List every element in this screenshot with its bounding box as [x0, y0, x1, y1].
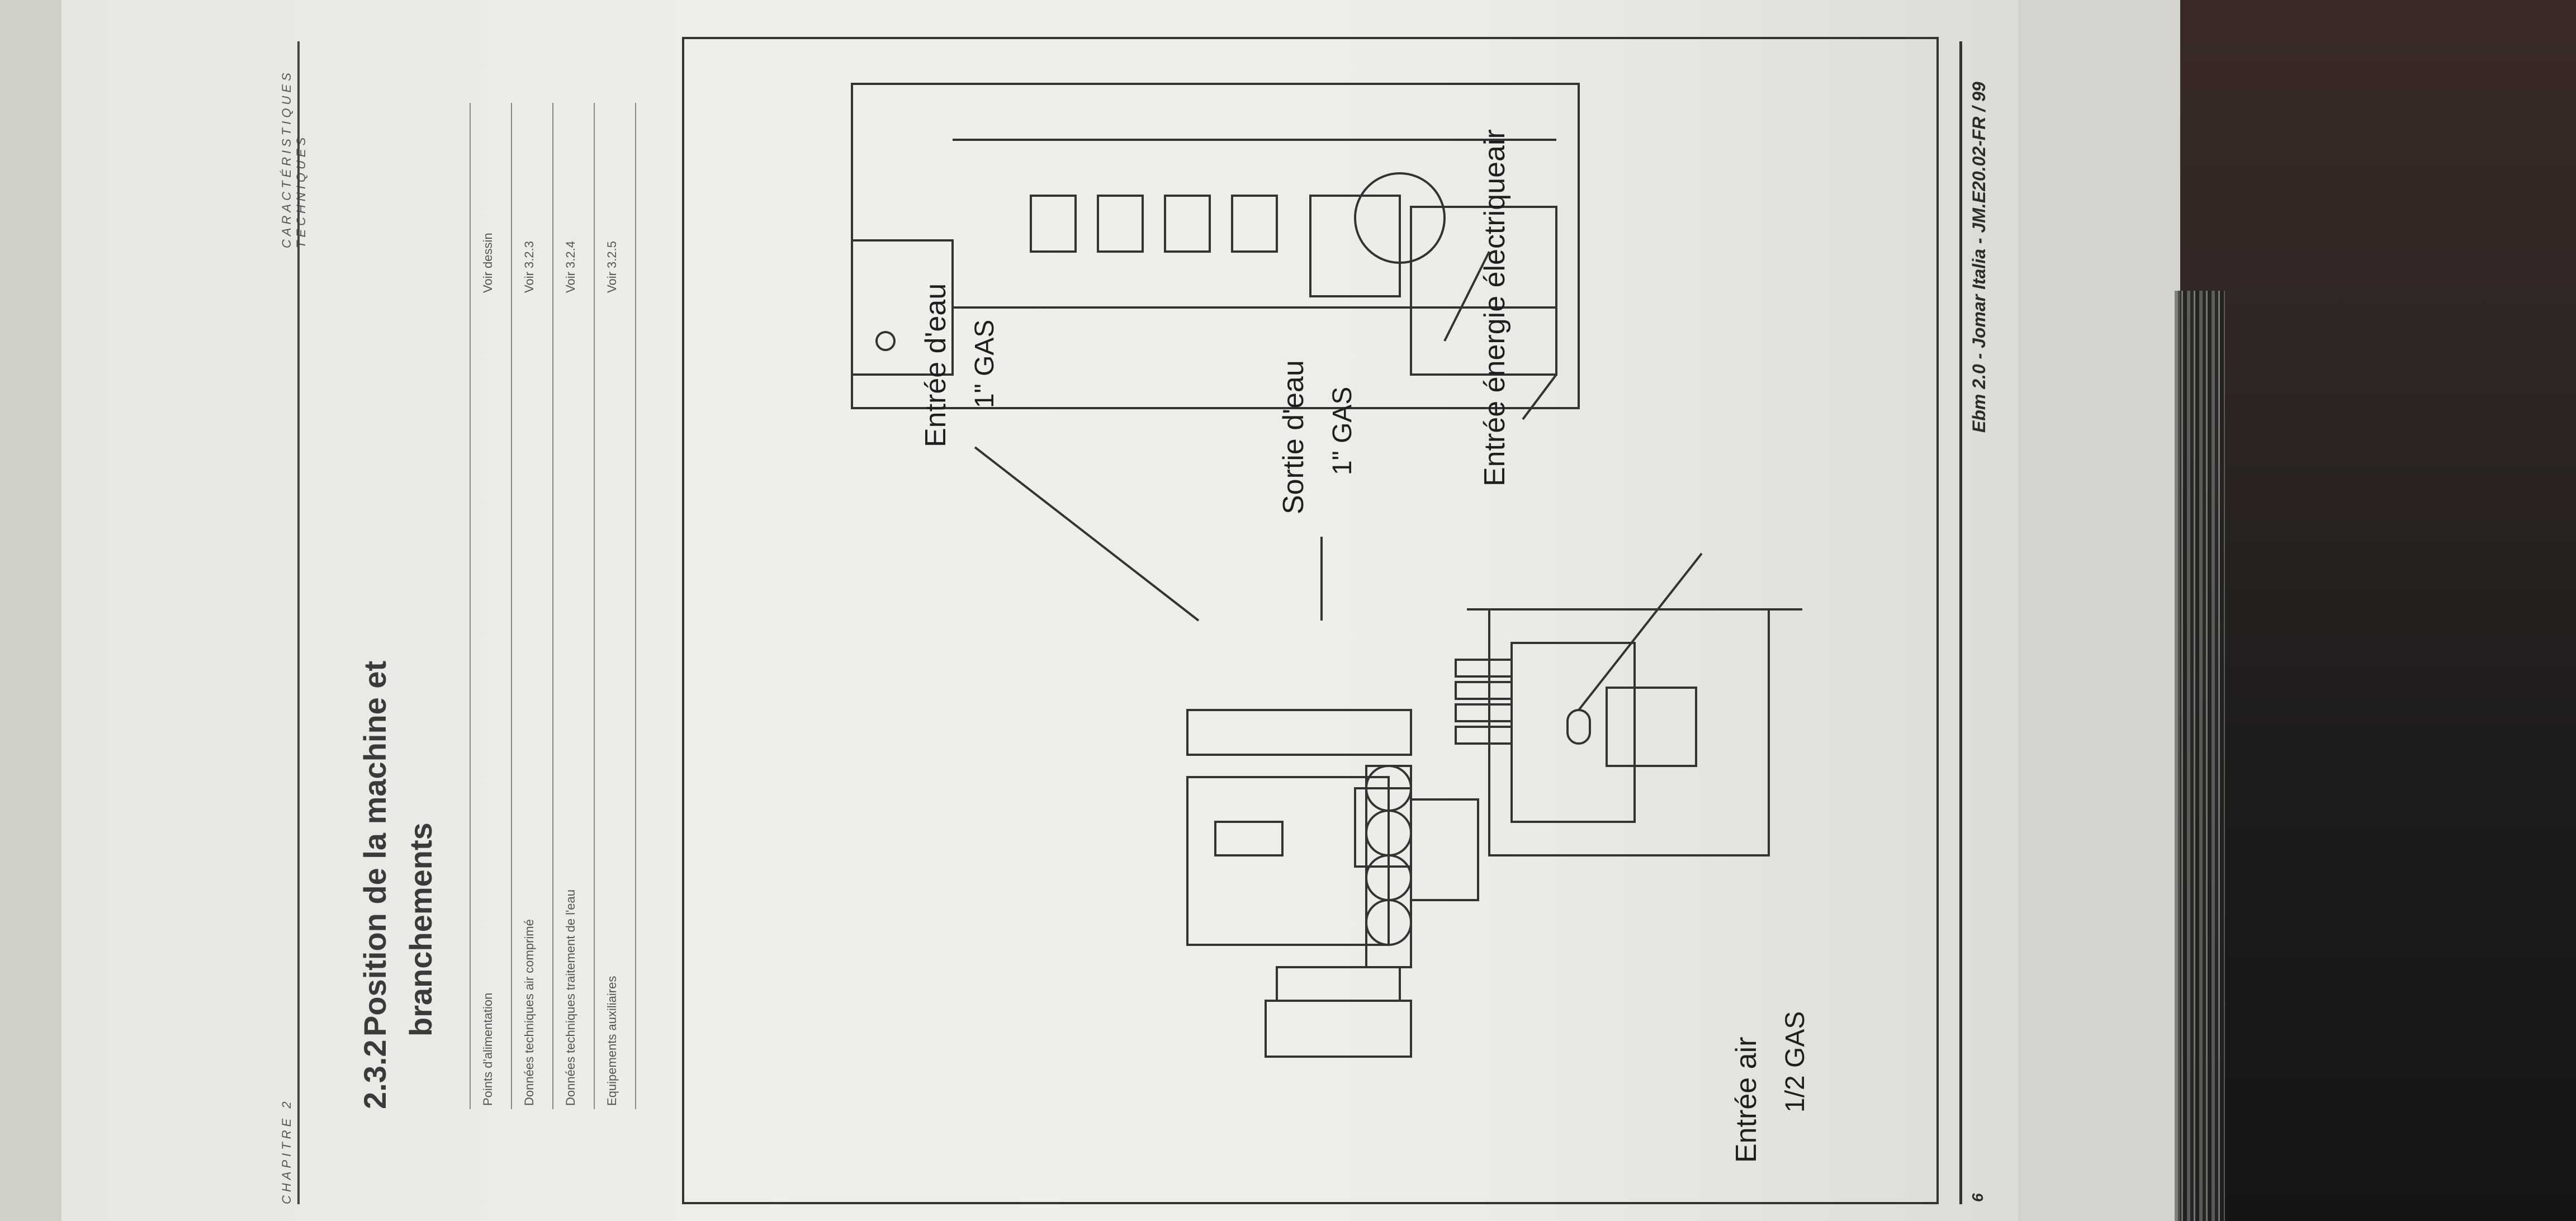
section-group-header: CARACTÉRISTIQUES TECHNIQUES [280, 69, 308, 248]
hopper [1410, 798, 1479, 901]
label-water-in-size: 1" GAS [970, 319, 1000, 408]
fabric-fringe [2175, 291, 2225, 1221]
page-stack-edge [2012, 0, 2191, 1221]
section-number: 2.3.2 [357, 1039, 392, 1109]
power-leader [1522, 373, 1557, 420]
control-panel [1510, 642, 1636, 823]
ref-value: Voir 3.2.3 [522, 241, 536, 293]
label-air-in-size: 1/2 GAS [1781, 1011, 1810, 1113]
ref-item: Equipements auxiliaires [605, 976, 619, 1106]
plan-view [851, 83, 1580, 420]
top-cylinder [1265, 1000, 1412, 1058]
plan-electric-cabinet [1410, 206, 1557, 376]
footer-rule [1959, 41, 1962, 1204]
label-air-in: Entrée air [1730, 1037, 1763, 1163]
plan-block [1231, 195, 1278, 253]
label-power-in: Entrée énergie électriqueair [1479, 129, 1511, 486]
barrel [1365, 765, 1412, 968]
clamp-detail [1214, 821, 1284, 856]
page-number: 6 [1969, 1193, 1986, 1202]
vent-grille [1455, 659, 1513, 745]
plan-block [1030, 195, 1077, 253]
header-rule [297, 41, 300, 1204]
fabric-background [2180, 0, 2576, 1221]
plan-gauge [875, 331, 896, 351]
drawing-frame: Entrée air 1/2 GAS Sortie d'eau 1" GAS E… [682, 37, 1939, 1204]
machine-base-cabinet [1488, 608, 1770, 856]
ref-value: Voir 3.2.4 [564, 241, 577, 293]
plan-outline [851, 83, 1580, 409]
table-row: Données techniques traitement de l'eau V… [552, 103, 594, 1109]
plan-block [1164, 195, 1211, 253]
plan-block [1097, 195, 1144, 253]
air-leader-line [1578, 552, 1703, 711]
panel-window [1566, 709, 1591, 745]
side-frame [1186, 709, 1412, 756]
ref-item: Données techniques air comprimé [522, 919, 536, 1106]
water-in-leader [974, 446, 1200, 622]
label-water-in: Entrée d'eau [920, 283, 952, 447]
ref-value: Voir 3.2.5 [605, 241, 619, 293]
clamp-unit [1186, 776, 1390, 946]
footer-doc-ref: Ebm 2.0 - Jomar Italia - JM.E20.02-FR / … [1969, 82, 1989, 433]
document-page: CHAPITRE 2 CARACTÉRISTIQUES TECHNIQUES 2… [61, 0, 2018, 1221]
front-elevation-view [1186, 608, 1802, 1058]
document-content: CHAPITRE 2 CARACTÉRISTIQUES TECHNIQUES 2… [61, 0, 2018, 1221]
ref-item: Données techniques traitement de l'eau [564, 889, 577, 1106]
ref-item: Points d'alimentation [481, 992, 495, 1106]
table-row: Equipements auxiliaires Voir 3.2.5 [594, 103, 636, 1109]
table-row: Points d'alimentation Voir dessin [470, 103, 511, 1109]
table-row: Données techniques air comprimé Voir 3.2… [511, 103, 552, 1109]
reference-table: Points d'alimentation Voir dessin Donnée… [470, 103, 636, 1109]
column [1276, 966, 1401, 1002]
electric-symbol [1443, 251, 1490, 342]
label-water-out: Sortie d'eau [1277, 360, 1310, 514]
section-title: 2.3.2Position de la machine et brancheme… [352, 661, 444, 1109]
label-water-out-size: 1" GAS [1328, 386, 1357, 475]
ref-value: Voir dessin [481, 233, 495, 293]
chapter-header: CHAPITRE 2 [280, 1098, 293, 1204]
section-title-line1: Position de la machine et [357, 660, 392, 1037]
section-title-line2: branchements [403, 822, 438, 1037]
plan-pump [1309, 195, 1401, 297]
valve-block [1606, 687, 1697, 767]
machine-drawing [851, 83, 1802, 1058]
